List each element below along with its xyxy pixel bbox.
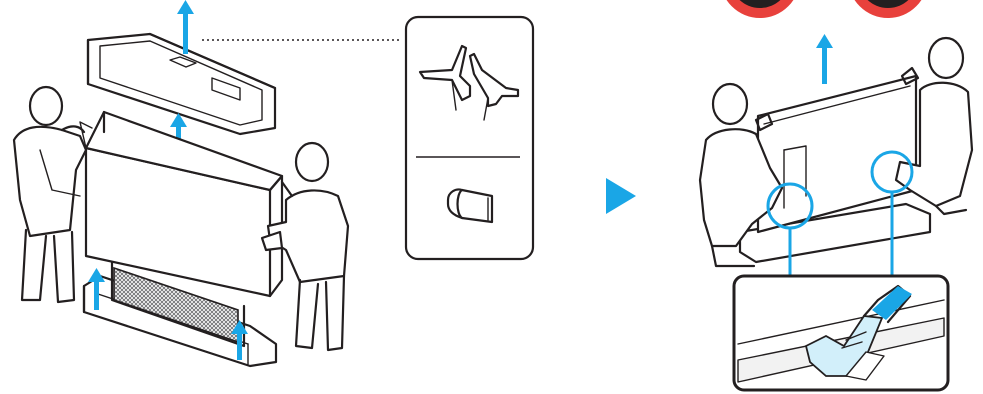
grip-detail-inset xyxy=(734,276,948,390)
warning-badge-icon xyxy=(848,0,928,18)
accessory-panel xyxy=(406,17,533,259)
person-left xyxy=(14,87,86,302)
next-step-arrow-icon xyxy=(606,178,636,214)
box-sleeve xyxy=(80,112,282,296)
step2-scene xyxy=(700,0,972,390)
up-arrow-icon xyxy=(816,34,833,84)
warning-badge-icon xyxy=(720,0,800,18)
step1-scene xyxy=(14,0,533,366)
